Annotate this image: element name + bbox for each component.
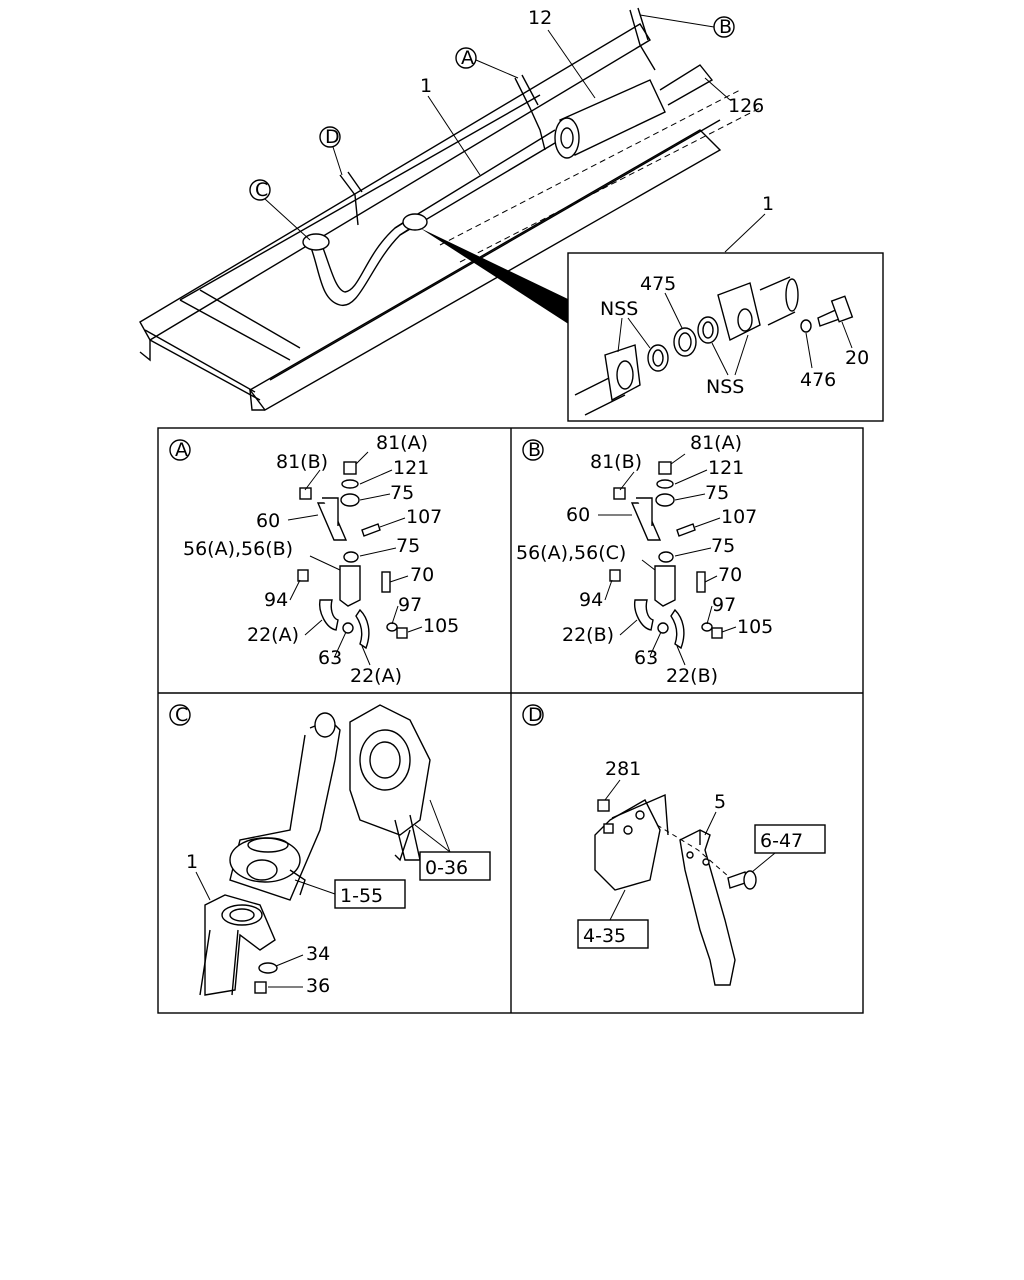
panel-c-ref036: 0-36 <box>425 857 468 879</box>
panel-c-n34: 34 <box>306 943 330 965</box>
panel-b-label-9: 94 <box>579 589 603 611</box>
muffler <box>554 64 714 159</box>
label-12: 12 <box>528 7 552 29</box>
panel-a-label-1: 81(B) <box>276 451 328 473</box>
detail-leader <box>420 228 570 325</box>
panel-a-label-4: 60 <box>256 510 280 532</box>
label-126: 126 <box>728 95 764 117</box>
hangers <box>302 7 656 251</box>
panel-a-label-7: 75 <box>396 535 420 557</box>
panel-a-label-2: 121 <box>393 457 429 479</box>
panel-b-label-12: 105 <box>737 616 773 638</box>
panel-c-letter: C <box>175 704 188 726</box>
panel-b-label-8: 70 <box>718 564 742 586</box>
panel-d-n281: 281 <box>605 758 641 780</box>
callout-d: D <box>319 126 343 176</box>
detail-1-476: 476 <box>800 369 836 391</box>
panel-d-ref435: 4-35 <box>583 925 626 947</box>
panel-b-label-2: 121 <box>708 457 744 479</box>
panel-a-label-3: 75 <box>390 482 414 504</box>
panel-b-label-13: 63 <box>634 647 658 669</box>
panel-grid <box>157 427 864 1014</box>
callout-d-text: D <box>325 126 340 148</box>
panel-d-ref435-box <box>577 919 649 949</box>
callout-a: A <box>455 47 519 79</box>
callout-b: B <box>639 14 735 38</box>
panel-a: A 81(A) 81(B) 121 75 60 107 56(A),56(B) … <box>169 432 459 687</box>
panel-c-n1: 1 <box>186 851 198 873</box>
nut-81a <box>343 461 357 475</box>
panel-c-n36: 36 <box>306 975 330 997</box>
panel-a-letter: A <box>175 439 188 461</box>
panel-a-label-6: 56(A),56(B) <box>183 538 293 560</box>
panel-b-label-14: 22(B) <box>666 665 718 687</box>
detail-1-nss-bottom: NSS <box>706 376 744 398</box>
detail-1-475: 475 <box>640 273 676 295</box>
panel-d: D 281 5 6-47 4-35 <box>522 704 826 986</box>
panel-a-label-10: 97 <box>398 594 422 616</box>
detail-1-nss-top: NSS <box>600 298 638 320</box>
panel-a-label-9: 94 <box>264 589 288 611</box>
panel-b-label-11: 22(B) <box>562 624 614 646</box>
panel-a-label-0: 81(A) <box>376 432 428 454</box>
label-1: 1 <box>420 75 432 97</box>
panel-d-ref647: 6-47 <box>760 830 803 852</box>
panel-b-label-1: 81(B) <box>590 451 642 473</box>
panel-a-label-14: 22(A) <box>350 665 402 687</box>
panel-b-label-5: 107 <box>721 506 757 528</box>
detail-1-ref: 1 <box>762 193 774 215</box>
callout-b-text: B <box>719 16 732 38</box>
callout-a-text: A <box>461 47 474 69</box>
panel-a-label-5: 107 <box>406 506 442 528</box>
panel-a-label-13: 63 <box>318 647 342 669</box>
detail-1-20: 20 <box>845 347 869 369</box>
panel-b: B 81(A) 81(B) 121 75 60 107 56(A),56(C) … <box>516 432 773 687</box>
callout-c-text: C <box>255 179 268 201</box>
panel-d-letter: D <box>528 704 543 726</box>
panel-a-label-12: 105 <box>423 615 459 637</box>
callout-c: C <box>249 179 311 241</box>
panel-b-label-4: 60 <box>566 504 590 526</box>
panel-b-label-10: 97 <box>712 594 736 616</box>
panel-a-label-11: 22(A) <box>247 624 299 646</box>
panel-b-label-3: 75 <box>705 482 729 504</box>
panel-c-ref155-box <box>334 879 406 909</box>
panel-b-label-6: 56(A),56(C) <box>516 542 626 564</box>
panel-b-letter: B <box>528 439 541 461</box>
panel-b-label-7: 75 <box>711 535 735 557</box>
panel-d-ref647-box <box>754 824 826 854</box>
panel-c: C 1 1-55 0-36 34 36 <box>169 704 491 997</box>
panel-c-ref036-box <box>419 851 491 881</box>
panel-d-n5: 5 <box>714 791 726 813</box>
detail-1-box: 1 NSS 475 NSS 476 20 <box>567 193 884 422</box>
chassis-frame <box>139 23 761 411</box>
panel-a-label-8: 70 <box>410 564 434 586</box>
panel-b-label-0: 81(A) <box>690 432 742 454</box>
panel-c-ref155: 1-55 <box>340 885 383 907</box>
